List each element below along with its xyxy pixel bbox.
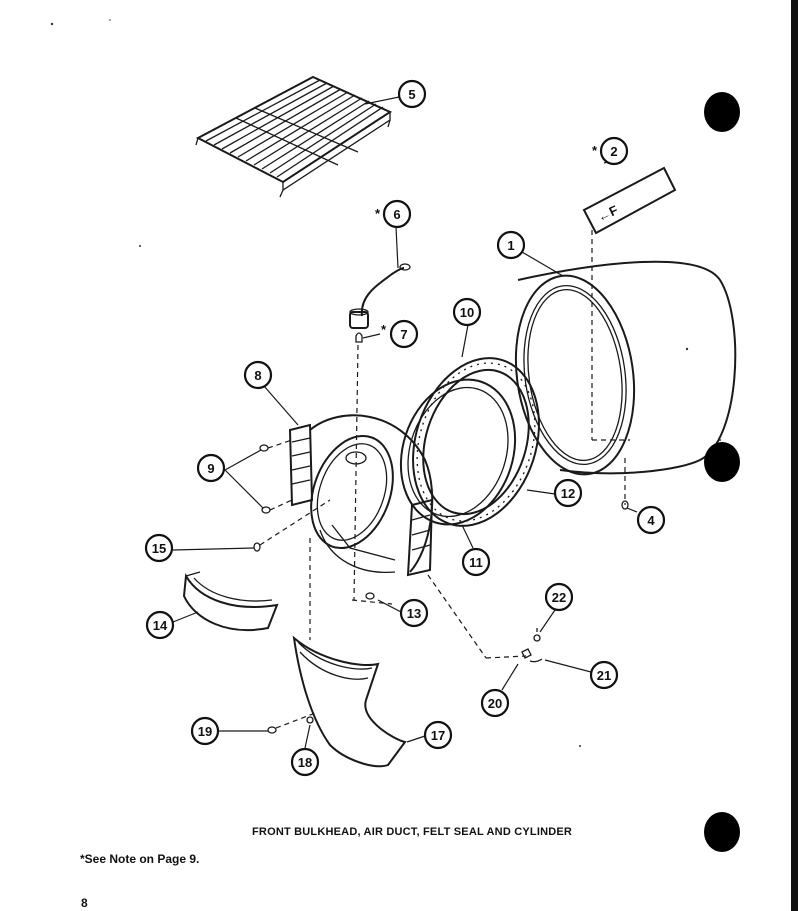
- svg-text:5: 5: [408, 87, 415, 102]
- svg-text:2: 2: [610, 144, 617, 159]
- diagram-caption: FRONT BULKHEAD, AIR DUCT, FELT SEAL AND …: [252, 826, 573, 838]
- part-10-12-seal-drawing: [399, 357, 540, 527]
- callout-2: 2*: [592, 136, 629, 166]
- svg-text:1: 1: [507, 238, 514, 253]
- svg-text:17: 17: [431, 728, 445, 743]
- callout-22: 22: [544, 582, 574, 612]
- scan-edge-shadow: [791, 0, 798, 911]
- part-2-label-drawing: ←F: [582, 166, 677, 235]
- svg-text:20: 20: [488, 696, 502, 711]
- callout-18: 18: [290, 747, 320, 777]
- punch-hole-bottom: [704, 812, 740, 852]
- svg-text:8: 8: [254, 368, 261, 383]
- leader-lines: [172, 96, 638, 749]
- svg-text:4: 4: [647, 513, 655, 528]
- svg-text:9: 9: [207, 461, 214, 476]
- svg-text:21: 21: [597, 668, 611, 683]
- svg-text:22: 22: [552, 590, 566, 605]
- svg-text:13: 13: [407, 606, 421, 621]
- callout-15: 15: [144, 533, 174, 563]
- svg-text:10: 10: [460, 305, 474, 320]
- punch-hole-top: [704, 92, 740, 132]
- callout-21: 21: [589, 660, 619, 690]
- callout-17: 17: [423, 720, 453, 750]
- part-5-rack-drawing: [195, 75, 393, 198]
- part-8-bulkhead-drawing: [288, 414, 434, 577]
- punch-hole-middle: [704, 442, 740, 482]
- callout-19: 19: [190, 716, 220, 746]
- callout-11: 11: [461, 547, 491, 577]
- svg-text:*: *: [381, 322, 387, 337]
- callout-9: 9: [196, 453, 226, 483]
- svg-text:6: 6: [393, 207, 400, 222]
- callout-13: 13: [399, 598, 429, 628]
- svg-text:*: *: [592, 143, 598, 158]
- svg-text:18: 18: [298, 755, 312, 770]
- page-number: 8: [81, 896, 88, 910]
- scan-specks: [50, 19, 721, 747]
- svg-text:14: 14: [153, 618, 168, 633]
- callout-10: 10: [452, 297, 482, 327]
- svg-text:*: *: [375, 206, 381, 221]
- svg-text:12: 12: [561, 486, 575, 501]
- svg-text:15: 15: [152, 541, 166, 556]
- callout-4: 4: [636, 505, 666, 535]
- callout-20: 20: [480, 688, 510, 718]
- callout-5: 5: [397, 79, 427, 109]
- callout-7: 7*: [381, 319, 419, 349]
- part-1-cylinder-drawing: [514, 260, 737, 476]
- callout-1: 1: [496, 230, 526, 260]
- callout-14: 14: [145, 610, 175, 640]
- part-6-sensor-drawing: [349, 263, 411, 343]
- footnote: *See Note on Page 9.: [80, 852, 200, 866]
- callouts: 1 2* 4 5 6* 7* 8 9 10 11 12 13 14 15 17 …: [144, 79, 666, 777]
- svg-text:11: 11: [469, 555, 483, 570]
- part-14-duct-drawing: [182, 571, 279, 632]
- callout-6: 6*: [375, 199, 412, 229]
- callout-8: 8: [243, 360, 273, 390]
- callout-12: 12: [553, 478, 583, 508]
- svg-text:19: 19: [198, 724, 212, 739]
- svg-text:7: 7: [400, 327, 407, 342]
